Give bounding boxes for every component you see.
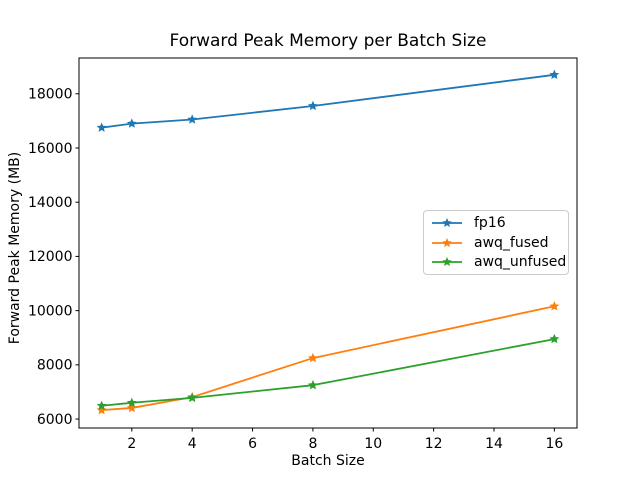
star-marker-icon xyxy=(442,257,452,267)
y-tick-label: 14000 xyxy=(28,195,73,211)
series-marker-awq_fused xyxy=(307,352,318,363)
star-marker-icon xyxy=(442,237,452,247)
y-tick-label: 6000 xyxy=(37,412,73,428)
x-tick-label: 10 xyxy=(364,436,382,452)
series-marker-fp16 xyxy=(549,69,560,80)
series-marker-awq_fused xyxy=(96,404,107,415)
legend-item-awq_fused: awq_fused xyxy=(431,233,562,253)
series-marker-fp16 xyxy=(307,100,318,111)
legend-label-awq_unfused: awq_unfused xyxy=(474,254,567,271)
y-axis-label: Forward Peak Memory (MB) xyxy=(7,151,23,345)
x-tick-label: 2 xyxy=(127,436,136,452)
legend-label-awq_fused: awq_fused xyxy=(474,234,549,251)
series-marker-awq_unfused xyxy=(307,379,318,390)
series-marker-awq_fused xyxy=(126,402,137,413)
star-marker-icon xyxy=(442,217,452,227)
legend-line-sample-awq_unfused xyxy=(432,257,462,267)
series-line-fp16 xyxy=(100,73,556,129)
legend: fp16 awq_fused awq_unfused xyxy=(423,210,569,275)
x-axis-label: Batch Size xyxy=(291,453,365,469)
legend-line-sample-awq_fused xyxy=(432,237,462,247)
series-marker-fp16 xyxy=(96,122,107,132)
y-tick-label: 16000 xyxy=(28,141,73,157)
x-tick-label: 8 xyxy=(308,436,317,452)
legend-line-sample-fp16 xyxy=(432,217,462,227)
y-tick-label: 18000 xyxy=(28,87,73,103)
series-marker-awq_unfused xyxy=(126,397,137,407)
y-tick-label: 10000 xyxy=(28,303,73,319)
chart-title: Forward Peak Memory per Batch Size xyxy=(169,31,487,51)
series-marker-awq_unfused xyxy=(187,392,198,403)
series-marker-fp16 xyxy=(187,114,198,124)
x-tick-label: 12 xyxy=(425,436,443,452)
series-marker-awq_unfused xyxy=(96,400,107,410)
series-line-awq_unfused xyxy=(100,338,556,407)
x-tick-label: 4 xyxy=(188,436,197,452)
x-tick-label: 6 xyxy=(248,436,257,452)
legend-item-fp16: fp16 xyxy=(431,213,562,233)
x-tick-label: 14 xyxy=(485,436,503,452)
series-marker-fp16 xyxy=(126,118,137,128)
series-marker-awq_unfused xyxy=(549,333,560,344)
plot-spines xyxy=(78,57,578,429)
x-tick-label: 16 xyxy=(545,436,563,452)
series-line-awq_fused xyxy=(100,305,556,412)
legend-item-awq_unfused: awq_unfused xyxy=(431,252,566,272)
y-tick-label: 12000 xyxy=(28,249,73,265)
y-tick-label: 8000 xyxy=(37,358,73,374)
legend-label-fp16: fp16 xyxy=(474,214,506,231)
series-marker-awq_fused xyxy=(549,301,560,311)
